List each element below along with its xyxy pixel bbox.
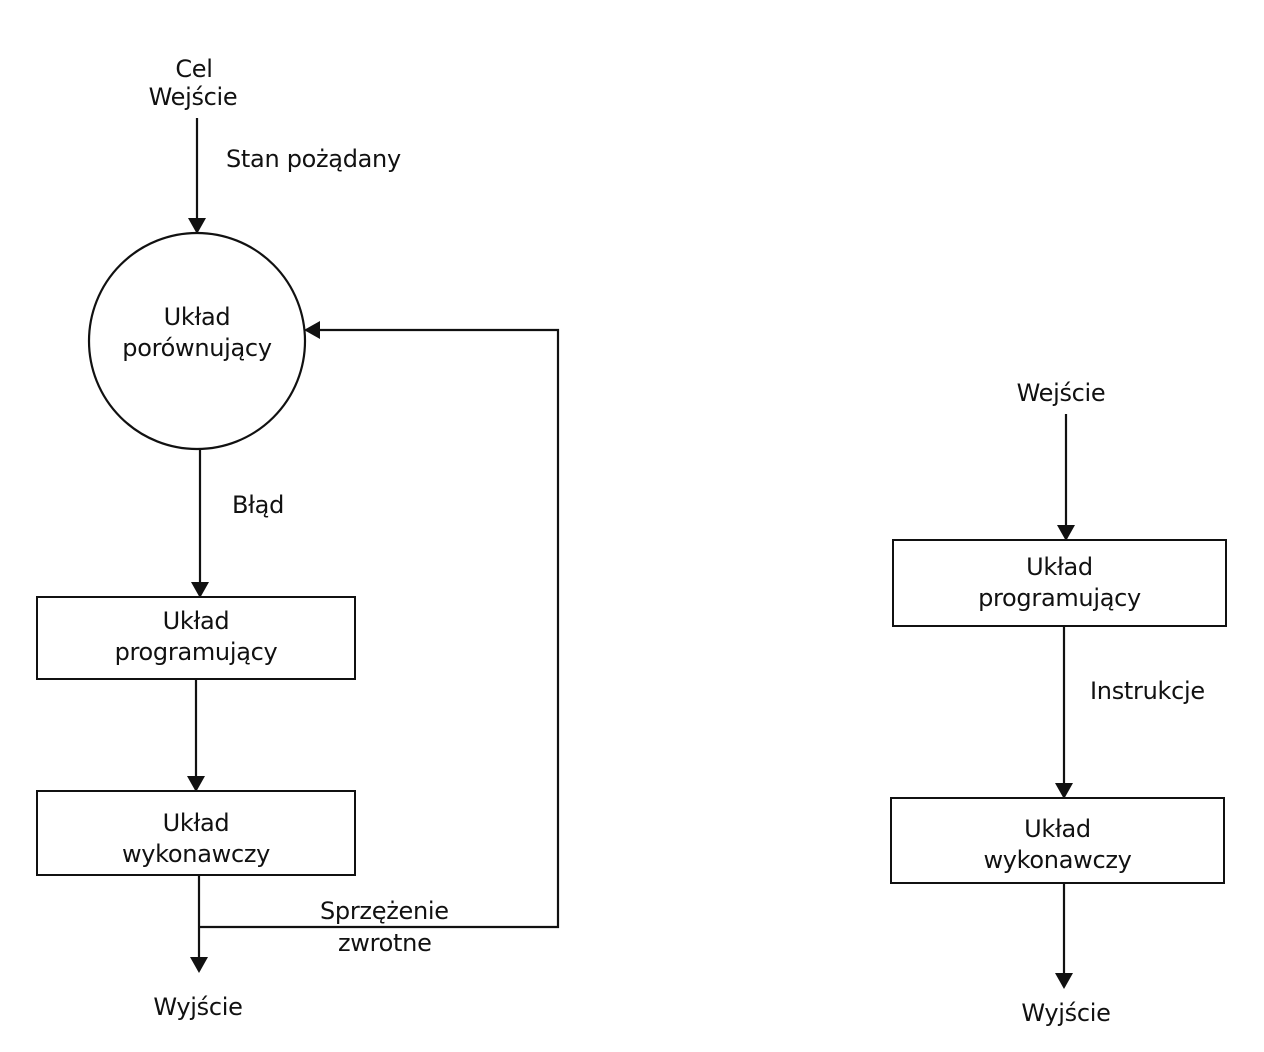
actuator-node-right (890, 797, 1225, 884)
actuator-right-line2: wykonawczy (983, 846, 1132, 874)
programmer-right-line1: Układ (1026, 553, 1093, 581)
actuator-text-left: Układ wykonawczy (37, 806, 355, 872)
programmer-text-left: Układ programujący (37, 604, 355, 670)
feedback-label-line2: zwrotne (338, 929, 432, 957)
error-label: Błąd (232, 491, 285, 519)
comparator-node (87, 231, 307, 451)
comparator-text: Układ porównujący (97, 300, 297, 366)
instructions-label: Instrukcje (1090, 677, 1205, 705)
programmer-text-right: Układ programujący (893, 550, 1226, 616)
output-label-right: Wyjście (1021, 999, 1111, 1027)
actuator-node-left (36, 790, 356, 876)
programmer-right-line2: programujący (978, 584, 1141, 612)
actuator-left-line2: wykonawczy (121, 840, 271, 868)
feedback-label-line1: Sprzężenie (320, 897, 449, 925)
comparator-line2: porównujący (122, 334, 272, 362)
input-label-right: Wejście (1016, 379, 1106, 407)
actuator-text-right: Układ wykonawczy (891, 812, 1224, 878)
programmer-left-line2: programujący (114, 638, 278, 666)
programmer-left-line1: Układ (162, 607, 230, 635)
actuator-right-line1: Układ (1024, 815, 1091, 843)
programmer-node-right (892, 539, 1227, 627)
goal-label: Cel (175, 55, 213, 83)
comparator-line1: Układ (163, 303, 231, 331)
feedback-loop-line (199, 321, 560, 929)
output-label-left: Wyjście (153, 993, 243, 1021)
actuator-left-line1: Układ (162, 809, 230, 837)
desired-state-label: Stan pożądany (226, 145, 401, 173)
input-label-left: Wejście (148, 83, 238, 111)
